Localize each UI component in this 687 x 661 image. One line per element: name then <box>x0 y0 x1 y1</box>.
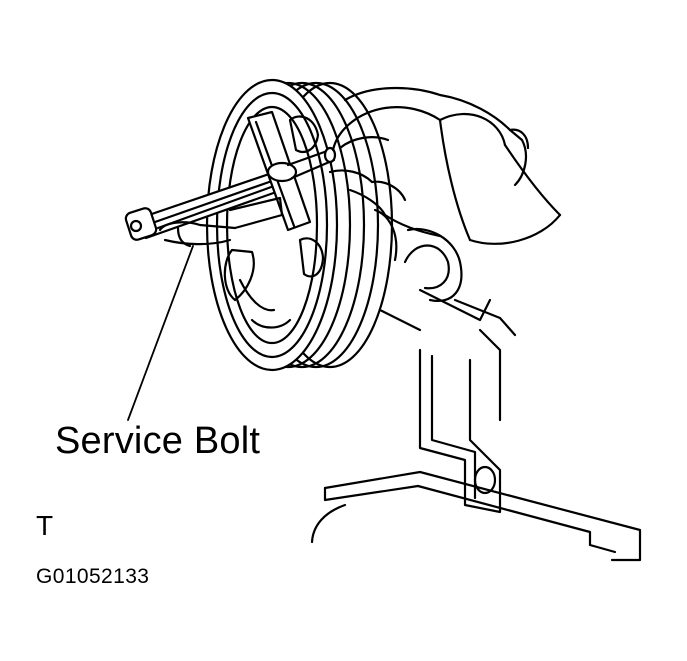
service-bolt-label: Service Bolt <box>55 420 261 462</box>
figure-id: G01052133 <box>36 565 150 588</box>
corner-mark: T <box>36 510 54 541</box>
fingertips <box>158 221 237 248</box>
engine-block <box>310 470 642 562</box>
service-bolt-tool <box>124 110 337 241</box>
technician-hand <box>328 106 562 245</box>
callout-leader-line <box>127 245 194 421</box>
pump-body <box>343 86 530 332</box>
mounting-bracket <box>418 298 517 514</box>
